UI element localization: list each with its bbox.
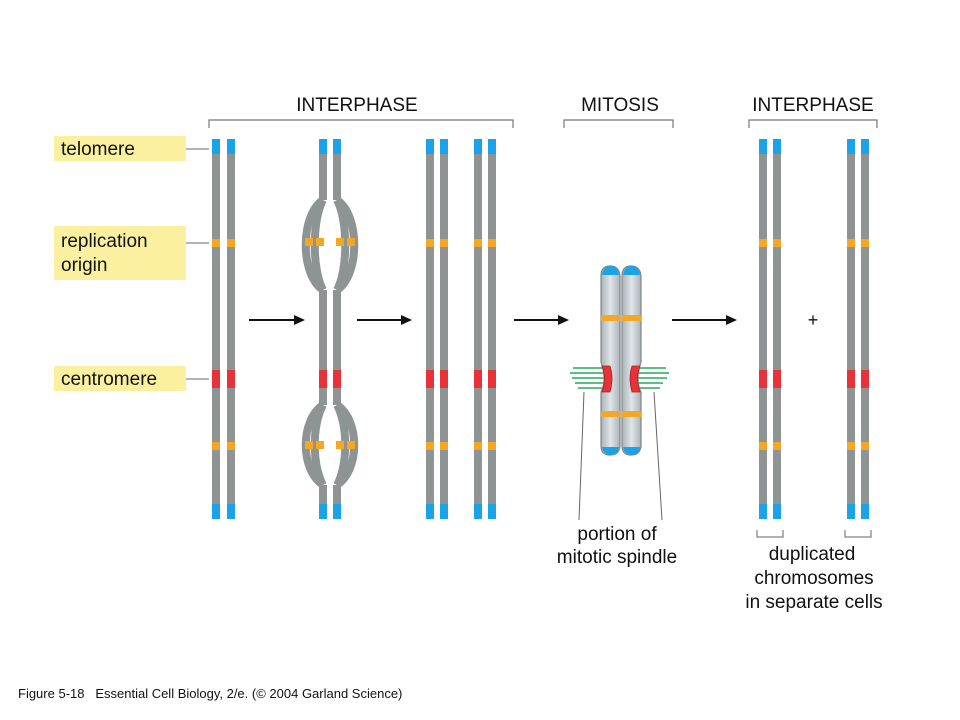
duplicated-label-line1: duplicated <box>769 544 856 565</box>
mitotic-chromosome <box>600 265 642 456</box>
mitosis-heading: MITOSIS <box>581 95 659 116</box>
chromosome-daughter-b <box>847 139 869 519</box>
interphase-right-bracket <box>748 119 878 128</box>
arrow-1 <box>249 315 305 325</box>
telomere-label: telomere <box>54 136 209 161</box>
duplicated-label-line2: chromosomes <box>754 568 873 589</box>
figure-number: Figure 5-18 <box>18 686 85 701</box>
arrow-3 <box>514 315 569 325</box>
spindle-label-line2: mitotic spindle <box>557 547 677 568</box>
figure-caption: Figure 5-18 Essential Cell Biology, 2/e.… <box>18 686 402 701</box>
mitosis-bracket <box>563 119 674 128</box>
chromosome-replicated-b <box>474 139 496 519</box>
replication-origin-label: replication origin <box>54 226 209 280</box>
spindle-leader-lines <box>578 391 663 521</box>
duplicated-label-line3: in separate cells <box>745 592 882 613</box>
interphase-right-heading: INTERPHASE <box>752 95 873 116</box>
daughter-brackets <box>756 530 872 538</box>
chromosome-replicating <box>301 139 359 519</box>
mitotic-spindle-fibers <box>570 367 669 389</box>
chromosome-unreplicated <box>212 139 235 519</box>
centromere-label: centromere <box>54 366 209 391</box>
chromosome-replicated-a <box>426 139 448 519</box>
arrow-4 <box>672 315 737 325</box>
chromosome-daughter-a <box>759 139 781 519</box>
chromosome-replicating-marks <box>305 139 355 519</box>
svg-text:replication: replication <box>61 231 148 252</box>
svg-text:telomere: telomere <box>61 139 135 160</box>
arrow-2 <box>357 315 412 325</box>
plus-sign: + <box>808 310 819 330</box>
svg-text:centromere: centromere <box>61 369 157 390</box>
interphase-left-bracket <box>208 119 514 128</box>
svg-text:origin: origin <box>61 255 107 276</box>
interphase-left-heading: INTERPHASE <box>296 95 417 116</box>
figure-source: Essential Cell Biology, 2/e. (© 2004 Gar… <box>95 686 403 701</box>
spindle-label-line1: portion of <box>577 524 657 545</box>
